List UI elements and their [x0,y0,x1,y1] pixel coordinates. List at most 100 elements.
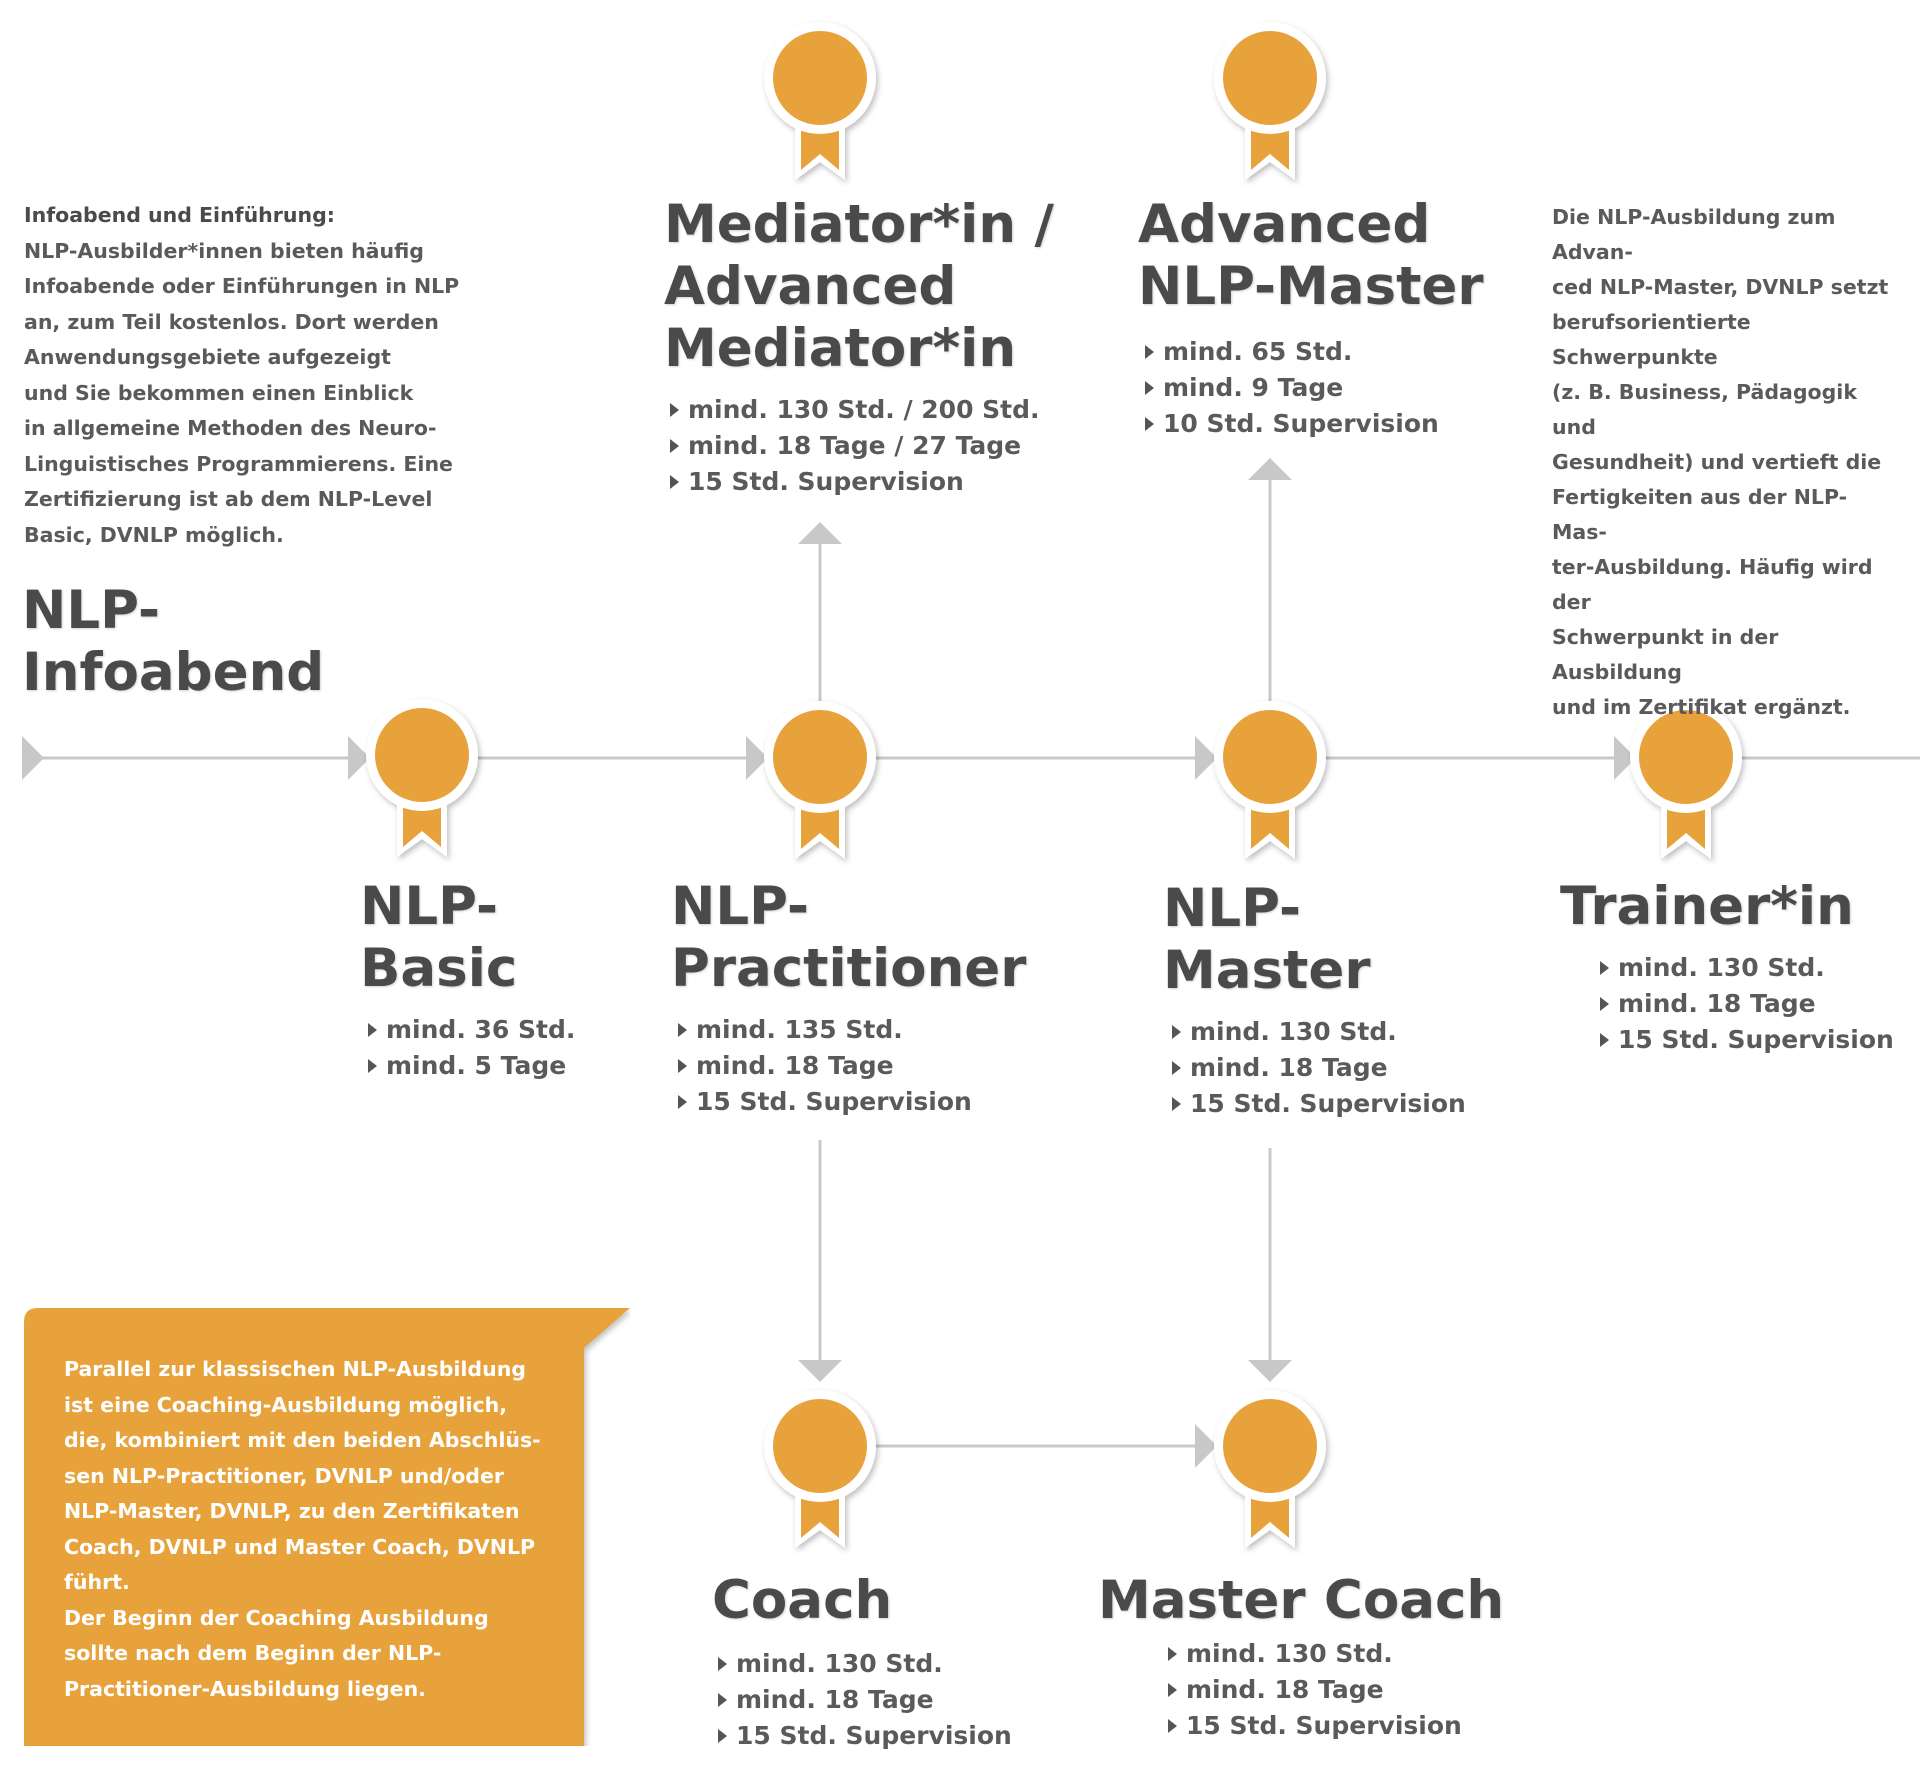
start-arrow-icon [22,736,44,780]
title-line: NLP- [1163,878,1302,939]
medal-icon [773,710,867,804]
advanced-master-facts: mind. 65 Std. mind. 9 Tage 10 Std. Super… [1143,334,1439,442]
coaching-note-text: Parallel zur klassischen NLP-Ausbildung … [64,1352,584,1707]
medal-icon [1223,710,1317,804]
arrow-up-icon [798,522,842,544]
basic-facts: mind. 36 Std. mind. 5 Tage [366,1012,575,1084]
fact-item: mind. 5 Tage [366,1048,575,1084]
coach-facts: mind. 130 Std. mind. 18 Tage 15 Std. Sup… [716,1646,1012,1754]
medal-master-coach-icon [1214,1390,1326,1548]
note-line: NLP-Master, DVNLP, zu den Zertifikaten [64,1499,520,1523]
info-left-line: Infoabende oder Einführungen in NLP [24,274,460,298]
note-line: Der Beginn der Coaching Ausbildung [64,1605,489,1630]
arrow-right-icon [1195,736,1217,780]
arrow-right-icon [348,736,370,780]
note-line: führt. [64,1570,130,1594]
practitioner-facts: mind. 135 Std. mind. 18 Tage 15 Std. Sup… [676,1012,972,1120]
trainer-facts: mind. 130 Std. mind. 18 Tage 15 Std. Sup… [1598,950,1894,1058]
medal-icon [1223,31,1317,125]
medal-practitioner-icon [764,701,876,859]
info-left-heading: Infoabend und Einführung: [24,203,335,227]
info-right-text: Die NLP-Ausbildung zum Advan- ced NLP-Ma… [1552,200,1902,725]
info-left-line: Anwendungsgebiete aufgezeigt [24,345,391,369]
medal-icon [375,708,469,802]
coach-title: Coach [712,1570,892,1632]
note-line: die, kombiniert mit den beiden Abschlüs- [64,1428,541,1452]
medal-trainer-icon [1630,701,1742,859]
fact-item: mind. 18 Tage [1598,986,1894,1022]
medal-icon [773,31,867,125]
fact-item: mind. 18 Tage [1170,1050,1466,1086]
fact-item: 10 Std. Supervision [1143,406,1439,442]
master-coach-title: Master Coach [1098,1570,1504,1632]
fact-item: 15 Std. Supervision [676,1084,972,1120]
medal-coach-icon [764,1390,876,1548]
medal-master-icon [1214,701,1326,859]
info-left-line: Basic, DVNLP möglich. [24,522,284,547]
fact-item: mind. 130 Std. [1166,1636,1462,1672]
info-right-line: Die NLP-Ausbildung zum Advan- [1552,205,1836,264]
infoabend-title: NLP- Infoabend [22,580,324,704]
info-right-line: Gesundheit) und vertieft die [1552,450,1882,474]
coaching-note: Parallel zur klassischen NLP-Ausbildung … [24,1308,630,1746]
fact-item: mind. 130 Std. [1170,1014,1466,1050]
fact-item: 15 Std. Supervision [1170,1086,1466,1122]
arrow-down-icon [798,1360,842,1382]
fact-item: mind. 18 Tage / 27 Tage [668,428,1040,464]
note-line: ist eine Coaching-Ausbildung möglich, [64,1392,508,1417]
medal-icon [1223,1399,1317,1493]
info-left-line: an, zum Teil kostenlos. Dort werden [24,309,439,334]
info-left-text: Infoabend und Einführung: NLP-Ausbilder*… [24,198,464,553]
info-left-line: Zertifizierung ist ab dem NLP-Level [24,487,433,511]
title-line: NLP- [22,580,161,641]
medal-icon [773,1399,867,1493]
note-line: Coach, DVNLP und Master Coach, DVNLP [64,1534,536,1559]
note-line: sollte nach dem Beginn der NLP- [64,1641,442,1665]
fact-item: 15 Std. Supervision [1598,1022,1894,1058]
arrow-right-icon [746,736,768,780]
medal-basic-icon [366,699,478,857]
title-line: NLP- [360,876,499,937]
note-line: Parallel zur klassischen NLP-Ausbildung [64,1357,526,1381]
fact-item: mind. 18 Tage [716,1682,1012,1718]
master-coach-facts: mind. 130 Std. mind. 18 Tage 15 Std. Sup… [1166,1636,1462,1744]
master-title: NLP- Master [1163,878,1370,1002]
title-line: Coach [712,1570,893,1631]
note-line: Practitioner-Ausbildung liegen. [64,1676,426,1701]
fact-item: mind. 65 Std. [1143,334,1439,370]
fact-item: mind. 9 Tage [1143,370,1439,406]
basic-title: NLP- Basic [360,876,517,1000]
title-line: Practitioner [671,938,1027,999]
master-facts: mind. 130 Std. mind. 18 Tage 15 Std. Sup… [1170,1014,1466,1122]
trainer-title: Trainer*in [1560,876,1854,938]
fact-item: mind. 18 Tage [676,1048,972,1084]
info-right-line: und im Zertifikat ergänzt. [1552,695,1851,719]
title-line: Advanced [664,256,957,317]
fact-item: mind. 135 Std. [676,1012,972,1048]
arrow-right-icon [1195,1424,1217,1468]
title-line: Infoabend [22,642,325,703]
fact-item: 15 Std. Supervision [716,1718,1012,1754]
title-line: Advanced [1138,194,1431,255]
info-right-line: (z. B. Business, Pädagogik und [1552,380,1857,439]
fact-item: mind. 36 Std. [366,1012,575,1048]
title-line: Mediator*in / [664,194,1054,255]
medal-mediator-icon [764,22,876,180]
medal-advanced-master-icon [1214,22,1326,180]
mediator-facts: mind. 130 Std. / 200 Std. mind. 18 Tage … [668,392,1040,500]
fact-item: mind. 130 Std. / 200 Std. [668,392,1040,428]
info-right-line: Schwerpunkt in der Ausbildung [1552,625,1779,684]
title-line: Master [1163,940,1371,1001]
info-left-line: NLP-Ausbilder*innen bieten häufig [24,238,424,263]
info-right-line: berufsorientierte Schwerpunkte [1552,310,1751,369]
medal-icon [1639,710,1733,804]
fact-item: 15 Std. Supervision [668,464,1040,500]
coaching-note-background [24,1308,630,1746]
info-right-line: ced NLP-Master, DVNLP setzt [1552,275,1889,299]
info-right-line: ter-Ausbildung. Häufig wird der [1552,555,1873,614]
fact-item: mind. 130 Std. [716,1646,1012,1682]
info-left-line: und Sie bekommen einen Einblick [24,380,414,405]
fact-item: mind. 18 Tage [1166,1672,1462,1708]
mediator-title: Mediator*in / Advanced Mediator*in [664,194,1054,380]
